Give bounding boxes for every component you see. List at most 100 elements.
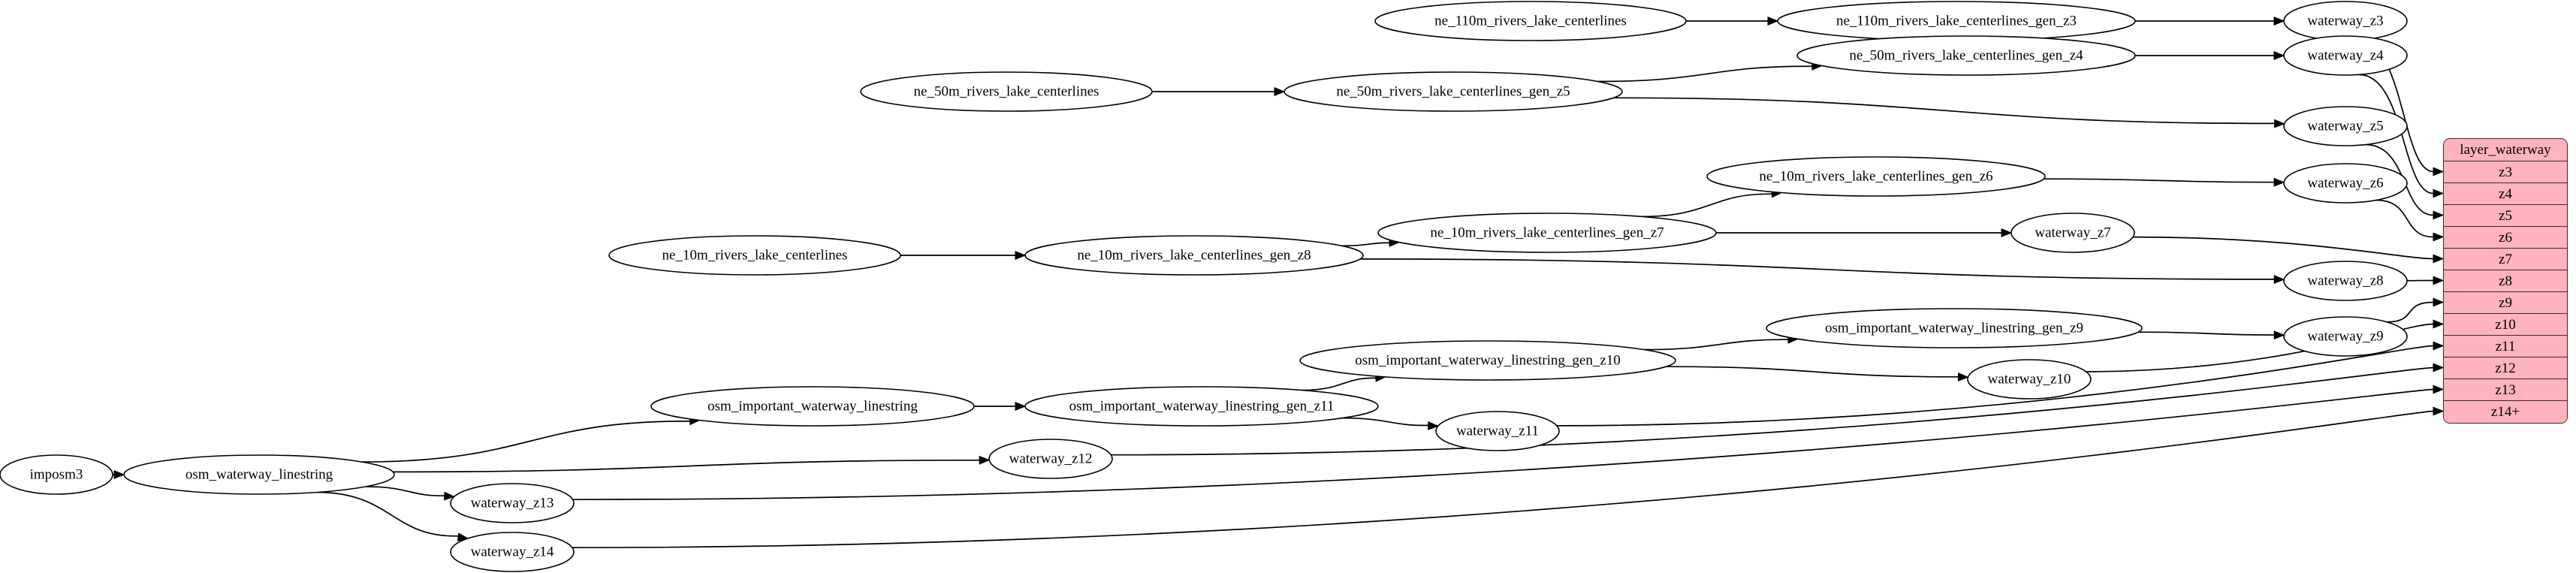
node-imposm3[interactable]: imposm3 — [0, 454, 113, 495]
node-waterway_z14[interactable]: waterway_z14 — [450, 532, 575, 572]
edge-arrowhead — [2433, 297, 2445, 307]
edge-arrowhead — [2433, 276, 2445, 285]
edge-arrowhead — [2433, 406, 2445, 416]
node-shape-waterway_z10 — [1967, 359, 2092, 400]
node-waterway_z11[interactable]: waterway_z11 — [1435, 411, 1560, 451]
node-shape-ne_110m_rivers_lake_centerlines — [1374, 1, 1687, 41]
node-ne_50m_rivers_lake_centerlines_gen_z4[interactable]: ne_50m_rivers_lake_centerlines_gen_z4 — [1796, 35, 2136, 76]
edge-arrowhead — [443, 491, 456, 501]
layer-row-z6[interactable]: z6 — [2444, 227, 2567, 249]
node-waterway_z9[interactable]: waterway_z9 — [2283, 316, 2408, 357]
node-waterway_z3[interactable]: waterway_z3 — [2283, 1, 2408, 41]
node-shape-imposm3 — [0, 454, 113, 495]
edge-ne_50m_rivers_lake_centerlines_gen_z5-to-waterway_z5 — [1613, 97, 2276, 125]
node-waterway_z7[interactable]: waterway_z7 — [2010, 213, 2135, 253]
edge-arrowhead — [1015, 251, 1027, 260]
node-shape-ne_10m_rivers_lake_centerlines_gen_z7 — [1377, 213, 1717, 253]
node-label-waterway_z12: waterway_z12 — [1009, 451, 1093, 466]
node-shape-ne_10m_rivers_lake_centerlines_gen_z8 — [1024, 235, 1364, 276]
node-label-osm_important_waterway_linestring: osm_important_waterway_linestring — [707, 398, 918, 414]
edge-waterway_z12-to-layer_waterway-z12 — [1111, 366, 2434, 456]
node-waterway_z4[interactable]: waterway_z4 — [2283, 35, 2408, 76]
node-shape-waterway_z12 — [988, 439, 1113, 479]
node-label-waterway_z13: waterway_z13 — [471, 495, 554, 511]
layer-row-z12[interactable]: z12 — [2444, 357, 2567, 379]
node-waterway_z12[interactable]: waterway_z12 — [988, 439, 1113, 479]
node-shape-waterway_z7 — [2010, 213, 2135, 253]
node-shape-osm_waterway_linestring — [123, 454, 395, 495]
edge-arrowhead — [2433, 254, 2445, 264]
edge-arrowhead — [2433, 385, 2445, 394]
node-osm_waterway_linestring[interactable]: osm_waterway_linestring — [123, 454, 395, 495]
node-label-ne_10m_rivers_lake_centerlines_gen_z8: ne_10m_rivers_lake_centerlines_gen_z8 — [1077, 247, 1311, 263]
node-ne_10m_rivers_lake_centerlines[interactable]: ne_10m_rivers_lake_centerlines — [608, 235, 901, 276]
layer-row-z7[interactable]: z7 — [2444, 249, 2567, 270]
edge-arrowhead — [2433, 363, 2445, 372]
layer-row-z9[interactable]: z9 — [2444, 292, 2567, 314]
layer-row-z11[interactable]: z11 — [2444, 336, 2567, 357]
layer-row-z10[interactable]: z10 — [2444, 314, 2567, 336]
edge-ne_10m_rivers_lake_centerlines_gen_z7-to-ne_10m_rivers_lake_centerlines_gen_z6 — [1641, 193, 1774, 218]
node-label-waterway_z3: waterway_z3 — [2307, 13, 2383, 29]
node-shape-ne_50m_rivers_lake_centerlines — [860, 71, 1153, 112]
node-waterway_z6[interactable]: waterway_z6 — [2283, 163, 2408, 204]
edge-ne_10m_rivers_lake_centerlines_gen_z8-to-waterway_z8 — [1359, 258, 2276, 280]
node-label-waterway_z6: waterway_z6 — [2307, 175, 2383, 191]
node-waterway_z5[interactable]: waterway_z5 — [2283, 106, 2408, 146]
edge-arrowhead — [1767, 17, 1779, 26]
node-ne_10m_rivers_lake_centerlines_gen_z7[interactable]: ne_10m_rivers_lake_centerlines_gen_z7 — [1377, 213, 1717, 253]
node-label-waterway_z8: waterway_z8 — [2307, 273, 2383, 288]
node-shape-ne_10m_rivers_lake_centerlines_gen_z6 — [1706, 156, 2046, 197]
edge-arrowhead — [1015, 402, 1027, 411]
node-osm_important_waterway_linestring_gen_z10[interactable]: osm_important_waterway_linestring_gen_z1… — [1299, 340, 1676, 381]
edge-osm_important_waterway_linestring_gen_z9-to-waterway_z9 — [2137, 331, 2276, 336]
node-osm_important_waterway_linestring_gen_z9[interactable]: osm_important_waterway_linestring_gen_z9 — [1766, 308, 2143, 348]
node-ne_50m_rivers_lake_centerlines[interactable]: ne_50m_rivers_lake_centerlines — [860, 71, 1153, 112]
edge-arrowhead — [2273, 177, 2285, 187]
edge-osm_important_waterway_linestring_gen_z10-to-waterway_z10 — [1666, 366, 1960, 378]
node-shape-waterway_z4 — [2283, 35, 2408, 76]
node-label-waterway_z10: waterway_z10 — [1988, 371, 2071, 387]
edge-arrowhead — [2273, 330, 2285, 340]
node-waterway_z10[interactable]: waterway_z10 — [1967, 359, 2092, 400]
edge-osm_waterway_linestring-to-osm_important_waterway_linestring — [361, 421, 692, 463]
node-shape-waterway_z5 — [2283, 106, 2408, 146]
node-ne_110m_rivers_lake_centerlines_gen_z3[interactable]: ne_110m_rivers_lake_centerlines_gen_z3 — [1777, 1, 2136, 41]
layer-table-header: layer_waterway — [2444, 139, 2567, 161]
layer-row-z5[interactable]: z5 — [2444, 205, 2567, 227]
layer-row-z13[interactable]: z13 — [2444, 379, 2567, 401]
edge-arrowhead — [1957, 372, 1969, 381]
node-label-imposm3: imposm3 — [30, 466, 83, 482]
node-label-waterway_z5: waterway_z5 — [2307, 118, 2383, 134]
edge-arrowhead — [2433, 167, 2445, 176]
node-osm_important_waterway_linestring[interactable]: osm_important_waterway_linestring — [650, 386, 975, 427]
layer-row-z3[interactable]: z3 — [2444, 161, 2567, 183]
layer-row-z14plus[interactable]: z14+ — [2444, 401, 2567, 423]
node-waterway_z8[interactable]: waterway_z8 — [2283, 261, 2408, 301]
node-label-osm_important_waterway_linestring_gen_z10: osm_important_waterway_linestring_gen_z1… — [1355, 352, 1621, 368]
node-label-ne_50m_rivers_lake_centerlines: ne_50m_rivers_lake_centerlines — [914, 83, 1099, 99]
node-ne_110m_rivers_lake_centerlines[interactable]: ne_110m_rivers_lake_centerlines — [1374, 1, 1687, 41]
node-shape-waterway_z11 — [1435, 411, 1560, 451]
edge-arrowhead — [1428, 421, 1440, 430]
node-shape-osm_important_waterway_linestring_gen_z11 — [1024, 386, 1379, 427]
edge-arrowhead — [2433, 341, 2445, 351]
node-ne_10m_rivers_lake_centerlines_gen_z8[interactable]: ne_10m_rivers_lake_centerlines_gen_z8 — [1024, 235, 1364, 276]
node-ne_50m_rivers_lake_centerlines_gen_z5[interactable]: ne_50m_rivers_lake_centerlines_gen_z5 — [1283, 71, 1623, 112]
node-label-ne_10m_rivers_lake_centerlines_gen_z7: ne_10m_rivers_lake_centerlines_gen_z7 — [1430, 225, 1664, 240]
node-label-ne_10m_rivers_lake_centerlines: ne_10m_rivers_lake_centerlines — [662, 247, 848, 263]
node-shape-waterway_z13 — [450, 483, 575, 523]
layer-row-z8[interactable]: z8 — [2444, 270, 2567, 292]
node-shape-waterway_z9 — [2283, 316, 2408, 357]
edge-arrowhead — [2001, 228, 2013, 237]
node-label-waterway_z14: waterway_z14 — [471, 544, 554, 559]
node-shape-ne_50m_rivers_lake_centerlines_gen_z4 — [1796, 35, 2136, 76]
edge-osm_waterway_linestring-to-waterway_z14 — [316, 491, 460, 537]
node-label-ne_50m_rivers_lake_centerlines_gen_z5: ne_50m_rivers_lake_centerlines_gen_z5 — [1336, 83, 1570, 99]
node-ne_10m_rivers_lake_centerlines_gen_z6[interactable]: ne_10m_rivers_lake_centerlines_gen_z6 — [1706, 156, 2046, 197]
layer-row-z4[interactable]: z4 — [2444, 183, 2567, 205]
edge-waterway_z6-to-layer_waterway-z6 — [2375, 199, 2434, 238]
node-waterway_z13[interactable]: waterway_z13 — [450, 483, 575, 523]
node-osm_important_waterway_linestring_gen_z11[interactable]: osm_important_waterway_linestring_gen_z1… — [1024, 386, 1379, 427]
